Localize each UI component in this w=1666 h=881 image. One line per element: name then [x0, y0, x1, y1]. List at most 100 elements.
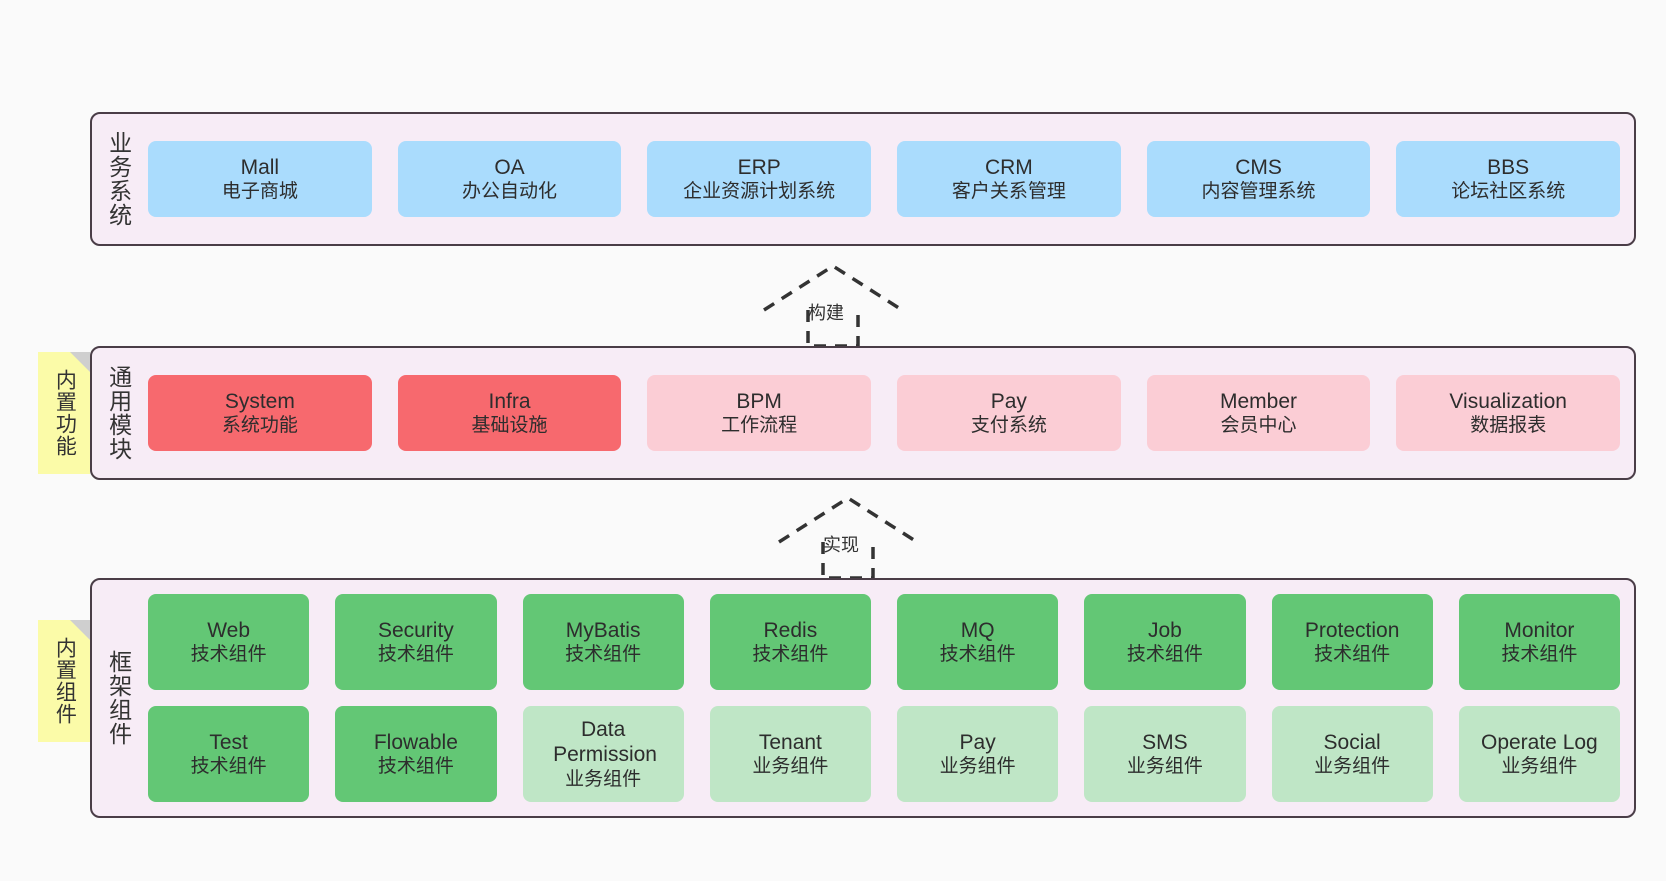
layer-title-framework-component: 框架组件 [105, 650, 132, 746]
connector-implement-label: 实现 [823, 535, 859, 555]
node-redis[interactable]: Redis 技术组件 [709, 594, 871, 690]
node-subtitle: 业务组件 [1501, 756, 1578, 778]
node-mq[interactable]: MQ 技术组件 [897, 594, 1059, 690]
node-title: ERP [737, 155, 781, 179]
node-tenant[interactable]: Tenant 业务组件 [709, 706, 871, 802]
note-label: 内置功能 [53, 369, 77, 457]
layer-title-common-module: 通用模块 [105, 365, 132, 461]
node-row: Web 技术组件 Security 技术组件 MyBatis 技术组件 Redi… [148, 594, 1620, 690]
node-title: Operate Log [1480, 730, 1598, 754]
node-title: CMS [1235, 155, 1282, 179]
node-title: CRM [984, 155, 1033, 179]
node-erp[interactable]: ERP 企业资源计划系统 [647, 141, 872, 217]
node-subtitle: 支付系统 [970, 415, 1047, 437]
node-row: Mall 电子商城 OA 办公自动化 ERP 企业资源计划系统 CRM 客户关系… [148, 141, 1621, 217]
node-oa[interactable]: OA 办公自动化 [397, 141, 622, 217]
node-title: BPM [736, 389, 782, 413]
node-subtitle: 技术组件 [565, 644, 642, 666]
connector-build-label: 构建 [808, 303, 844, 323]
node-title: System [224, 389, 295, 413]
layer-rows-framework-component: Web 技术组件 Security 技术组件 MyBatis 技术组件 Redi… [144, 580, 1634, 816]
layer-rows-common-module: System 系统功能 Infra 基础设施 BPM 工作流程 Pay 支付系统… [144, 348, 1634, 478]
node-web[interactable]: Web 技术组件 [148, 594, 310, 690]
node-title: Pay [959, 730, 996, 754]
node-subtitle: 技术组件 [377, 644, 454, 666]
node-bpm[interactable]: BPM 工作流程 [647, 375, 872, 451]
node-title: MQ [960, 618, 995, 642]
node-infra[interactable]: Infra 基础设施 [397, 375, 622, 451]
node-protection[interactable]: Protection 技术组件 [1271, 594, 1433, 690]
node-title: Web [207, 618, 251, 642]
node-subtitle: 技术组件 [1501, 644, 1578, 666]
node-row: System 系统功能 Infra 基础设施 BPM 工作流程 Pay 支付系统… [148, 375, 1621, 451]
node-subtitle: 业务组件 [1314, 756, 1391, 778]
node-sms[interactable]: SMS 业务组件 [1084, 706, 1246, 802]
connector-build: 构建 [760, 262, 906, 348]
layer-rows-business-system: Mall 电子商城 OA 办公自动化 ERP 企业资源计划系统 CRM 客户关系… [144, 114, 1634, 244]
node-subtitle: 业务组件 [1126, 756, 1203, 778]
connector-implement: 实现 [775, 494, 921, 580]
node-subtitle: 客户关系管理 [951, 181, 1066, 203]
node-subtitle: 技术组件 [1314, 644, 1391, 666]
note-label: 内置组件 [53, 637, 77, 725]
node-title: Monitor [1504, 618, 1575, 642]
node-system[interactable]: System 系统功能 [148, 375, 372, 451]
node-subtitle: 技术组件 [190, 644, 267, 666]
node-subtitle: 技术组件 [752, 644, 829, 666]
note-fold-corner [70, 352, 90, 372]
node-visualization[interactable]: Visualization 数据报表 [1396, 375, 1621, 451]
node-data-permission[interactable]: Data Permission 业务组件 [522, 706, 684, 802]
node-subtitle: 业务组件 [939, 756, 1016, 778]
node-subtitle: 业务组件 [752, 756, 829, 778]
node-subtitle: 技术组件 [939, 644, 1016, 666]
node-title: Redis [763, 618, 818, 642]
node-title: Protection [1304, 618, 1400, 642]
node-security[interactable]: Security 技术组件 [335, 594, 497, 690]
layer-business-system: 业务系统 Mall 电子商城 OA 办公自动化 ERP 企业资源计划系统 CRM… [90, 112, 1636, 246]
node-subtitle: 内容管理系统 [1201, 181, 1316, 203]
node-title: Security [377, 618, 454, 642]
node-title: Member [1220, 389, 1298, 413]
node-row: Test 技术组件 Flowable 技术组件 Data Permission … [148, 706, 1620, 802]
node-job[interactable]: Job 技术组件 [1084, 594, 1246, 690]
node-test[interactable]: Test 技术组件 [148, 706, 310, 802]
node-subtitle: 数据报表 [1470, 415, 1547, 437]
node-flowable[interactable]: Flowable 技术组件 [335, 706, 497, 802]
node-title: Infra [488, 389, 531, 413]
node-member[interactable]: Member 会员中心 [1146, 375, 1371, 451]
node-subtitle: 企业资源计划系统 [683, 181, 836, 203]
node-cms[interactable]: CMS 内容管理系统 [1146, 141, 1371, 217]
node-mybatis[interactable]: MyBatis 技术组件 [522, 594, 684, 690]
node-bbs[interactable]: BBS 论坛社区系统 [1396, 141, 1621, 217]
node-title: Test [209, 730, 248, 754]
node-title: Pay [990, 389, 1027, 413]
node-subtitle: 技术组件 [377, 756, 454, 778]
layer-framework-component: 框架组件 Web 技术组件 Security 技术组件 MyBatis 技术组件… [90, 578, 1636, 818]
node-social[interactable]: Social 业务组件 [1271, 706, 1433, 802]
node-title: Tenant [758, 730, 822, 754]
arrow-head-outline [763, 263, 903, 312]
node-title: Mall [240, 155, 280, 179]
node-crm[interactable]: CRM 客户关系管理 [897, 141, 1121, 217]
arrow-head-outline [778, 495, 918, 544]
node-pay-module[interactable]: Pay 支付系统 [897, 375, 1121, 451]
node-subtitle: 基础设施 [471, 415, 548, 437]
node-monitor[interactable]: Monitor 技术组件 [1458, 594, 1620, 690]
node-operate-log[interactable]: Operate Log 业务组件 [1458, 706, 1620, 802]
node-title: Social [1323, 730, 1381, 754]
node-title: Flowable [373, 730, 458, 754]
arrow-shaft [821, 542, 875, 580]
node-title: Visualization [1449, 389, 1567, 413]
node-subtitle: 论坛社区系统 [1451, 181, 1566, 203]
node-mall[interactable]: Mall 电子商城 [148, 141, 372, 217]
node-title: Job [1147, 618, 1182, 642]
node-subtitle: 工作流程 [721, 415, 798, 437]
node-subtitle: 电子商城 [221, 181, 298, 203]
node-pay-component[interactable]: Pay 业务组件 [897, 706, 1059, 802]
arrow-shaft [806, 310, 860, 348]
note-builtin-function: 内置功能 [38, 352, 90, 474]
node-subtitle: 技术组件 [1126, 644, 1203, 666]
node-subtitle: 业务组件 [565, 769, 642, 791]
layer-common-module: 通用模块 System 系统功能 Infra 基础设施 BPM 工作流程 Pay… [90, 346, 1636, 480]
